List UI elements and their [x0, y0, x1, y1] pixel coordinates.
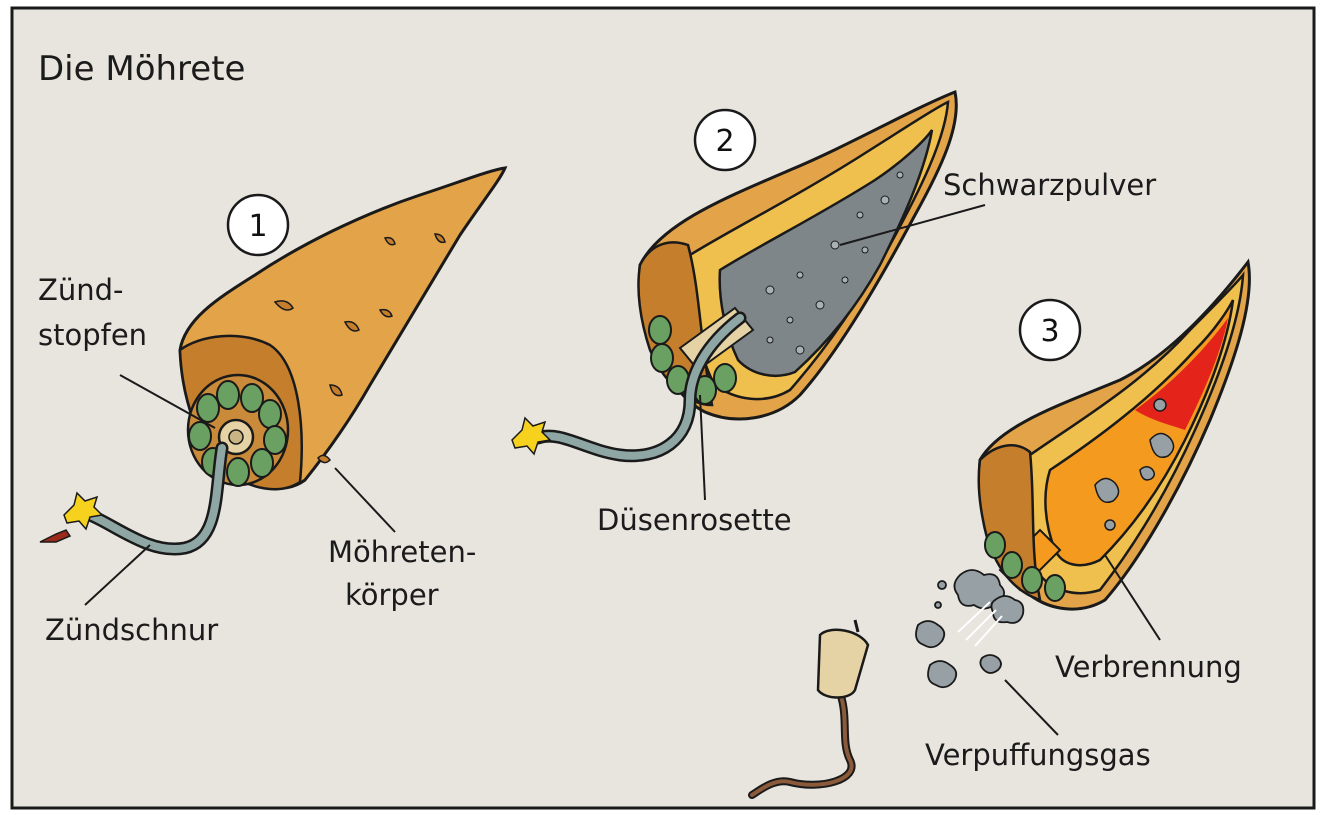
label-zuendstopfen-line2: stopfen: [38, 318, 147, 352]
label-koerper-line2: körper: [345, 578, 439, 612]
label-verpuffungsgas: Verpuffungsgas: [925, 738, 1151, 772]
label-koerper-line1: Möhreten-: [328, 535, 476, 569]
label-zuendstopfen-line1: Zünd-: [38, 273, 124, 307]
label-schwarzpulver: Schwarzpulver: [943, 168, 1156, 202]
step-1-number: 1: [248, 209, 267, 244]
label-duesenrosette: Düsenrosette: [597, 503, 792, 537]
label-verbrennung: Verbrennung: [1055, 650, 1242, 684]
step-3-number: 3: [1040, 314, 1059, 349]
label-zuendschnur: Zündschnur: [45, 613, 218, 647]
diagram-title: Die Möhrete: [38, 49, 245, 89]
step-2-number: 2: [715, 124, 734, 159]
